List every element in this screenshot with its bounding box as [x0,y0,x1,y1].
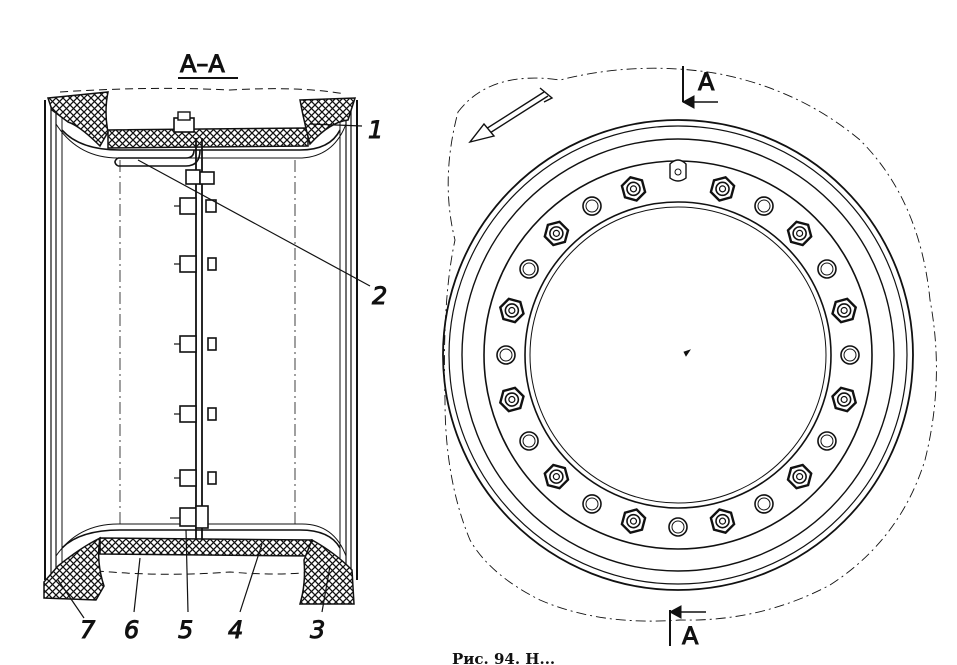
bolt-washer [549,469,564,484]
bolt-stud [840,306,848,315]
bolt-nut [709,175,736,202]
bolt-washer [792,469,807,484]
bolt-stud [796,473,804,481]
bolt-hole-inner [671,520,685,534]
bolt-stud [629,185,638,193]
bolt-washer [549,226,564,241]
bolt-nut [620,175,647,202]
bolt-stud [508,306,516,315]
callout-3: 3 [310,616,325,644]
callout-4: 4 [228,616,243,644]
bolt-stud [552,229,560,237]
bolt-washer [715,513,730,529]
bolt-nut [786,220,813,247]
bolt-washer [504,303,520,318]
bolt-nut [831,297,858,324]
figure-caption: Рис. 94. Н... [452,650,555,665]
bolt-washer [836,303,852,318]
bolt-hole-inner [585,199,599,213]
bolt-washer [792,226,807,241]
bolt-nut [498,297,525,324]
bolt-stud [840,395,848,404]
bolt-hole-inner [757,199,771,213]
bolt-hole-inner [820,434,834,448]
bolt-washer [715,181,730,197]
callout-7: 7 [80,616,96,644]
bolt-hole-inner [757,497,771,511]
bolt-nut [543,463,570,490]
front-view: A A [442,66,937,651]
bolt-nut [620,508,647,535]
bolt-washer [836,392,852,407]
section-title: A–A [180,50,225,78]
section-view: A–A [43,50,388,645]
bolt-stud [552,473,560,481]
section-marker-top: A [698,68,715,96]
bolt-stud [796,229,804,237]
bolt-hole-inner [522,434,536,448]
bolt-nut [786,463,813,490]
bolt-nut [498,386,525,413]
bolt-hole-inner [843,348,857,362]
section-marker-bottom: A [682,622,699,650]
bolt-stud [718,517,727,525]
bolt-washer [626,513,641,529]
bolt-nut [543,220,570,247]
bolt-nut [709,508,736,535]
bolt-hole-inner [585,497,599,511]
bolt-stud [629,517,638,525]
bolt-washer [504,392,520,407]
callout-2: 2 [372,282,387,310]
bolt-nut [831,386,858,413]
bolt-washer [626,181,641,197]
callout-1: 1 [368,116,383,144]
bolt-stud [718,185,727,193]
callout-6: 6 [124,616,139,644]
bolt-stud [508,395,516,404]
bolt-hole-inner [820,262,834,276]
bolt-hole-inner [499,348,513,362]
bolt-ring [496,175,860,537]
callout-5: 5 [178,616,193,644]
bolt-hole-inner [522,262,536,276]
